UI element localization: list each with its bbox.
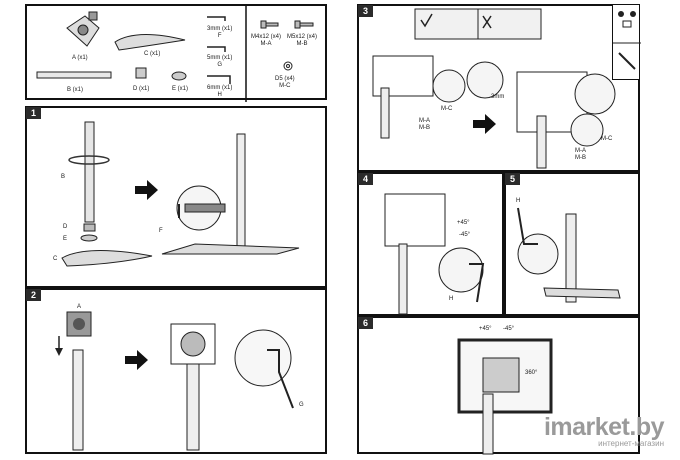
part-a-label: A (x1) (72, 55, 88, 61)
part-a-plate-drawing (66, 11, 100, 47)
watermark-subtitle: интернет-магазин (598, 439, 664, 448)
watermark-brand: imarket.by (543, 413, 665, 441)
step-6-label-360: 360° (525, 370, 538, 376)
step-6-label-plus45: +45° (479, 326, 492, 332)
step-2-label-a: A (77, 304, 82, 310)
part-mb-label: M5x12 (x4) M-B (287, 34, 318, 47)
step-3-label-dim: 3mm (491, 94, 505, 100)
step-6-label-minus45: -45° (503, 326, 515, 332)
step-4-number: 4 (358, 173, 374, 185)
step-6-panel: 6 +45° -45° 360° (357, 316, 640, 455)
part-e-drawing (171, 71, 187, 81)
parts-list-panel: A (x1) C (x1) B (x1) D (x1) E (x1) 3mm (… (25, 4, 327, 102)
step-3-drawing (372, 8, 616, 169)
two-people-icon (613, 11, 641, 70)
part-mc-label: D5 (x4) M-C (275, 76, 295, 89)
step-4-label-minus45: -45° (459, 232, 471, 238)
step-3-number: 3 (358, 5, 374, 17)
step-2-label-g: G (299, 402, 304, 408)
parts-drawings (36, 6, 314, 102)
allen-keys-drawing (207, 16, 231, 84)
step-4-label-plus45: +45° (457, 220, 470, 226)
step-3-panel: 3 M-C M-A M-B 3mm M-C M-A M-B (357, 4, 640, 172)
step-6-number: 6 (358, 317, 374, 329)
part-c-base-drawing (114, 33, 186, 51)
step-1-drawing (61, 121, 300, 267)
screws-drawing (260, 20, 314, 71)
part-b-pole-drawing (36, 71, 112, 79)
step-1-label-d: D (63, 224, 68, 230)
part-f-label: 3mm (x1) F (207, 26, 233, 39)
step-5-number: 5 (505, 173, 521, 185)
part-b-label: B (x1) (67, 87, 84, 93)
step-3-label-ma: M-A M-B (419, 118, 430, 131)
step-4-drawing (384, 193, 485, 315)
part-h-label: 6mm (x1) H (207, 85, 233, 98)
step-2-drawing (55, 311, 294, 451)
step-5-drawing (517, 207, 621, 303)
watermark: imarket.by интернет-магазин (543, 413, 665, 448)
step-3-label-ma-2: M-A M-B (575, 148, 586, 161)
step-1-label-b: B (61, 174, 66, 180)
step-1-panel: 1 B D E C F (25, 106, 327, 288)
step-2-number: 2 (26, 289, 42, 301)
step-1-number: 1 (26, 107, 42, 119)
part-d-drawing (135, 67, 147, 79)
step-3-label-mc: M-C (441, 106, 453, 112)
step-1-label-f: F (159, 228, 163, 234)
part-g-label: 5mm (x1) G (207, 55, 233, 68)
step-2-panel: 2 A G (25, 288, 327, 454)
step-5-label-h: H (516, 198, 521, 204)
step-6-drawing (457, 338, 553, 455)
step-1-label-c: C (53, 256, 58, 262)
part-c-label: C (x1) (144, 51, 161, 57)
step-4-panel: 4 +45° -45° H (357, 172, 504, 316)
part-e-label: E (x1) (172, 86, 189, 92)
step-3-label-mc-2: M-C (601, 136, 613, 142)
safety-icons-panel (612, 4, 641, 80)
part-d-label: D (x1) (133, 86, 150, 92)
step-1-label-e: E (63, 236, 68, 242)
part-ma-label: M4x12 (x4) M-A (251, 34, 282, 47)
step-4-label-h: H (449, 296, 454, 302)
step-5-panel: 5 H (504, 172, 640, 316)
